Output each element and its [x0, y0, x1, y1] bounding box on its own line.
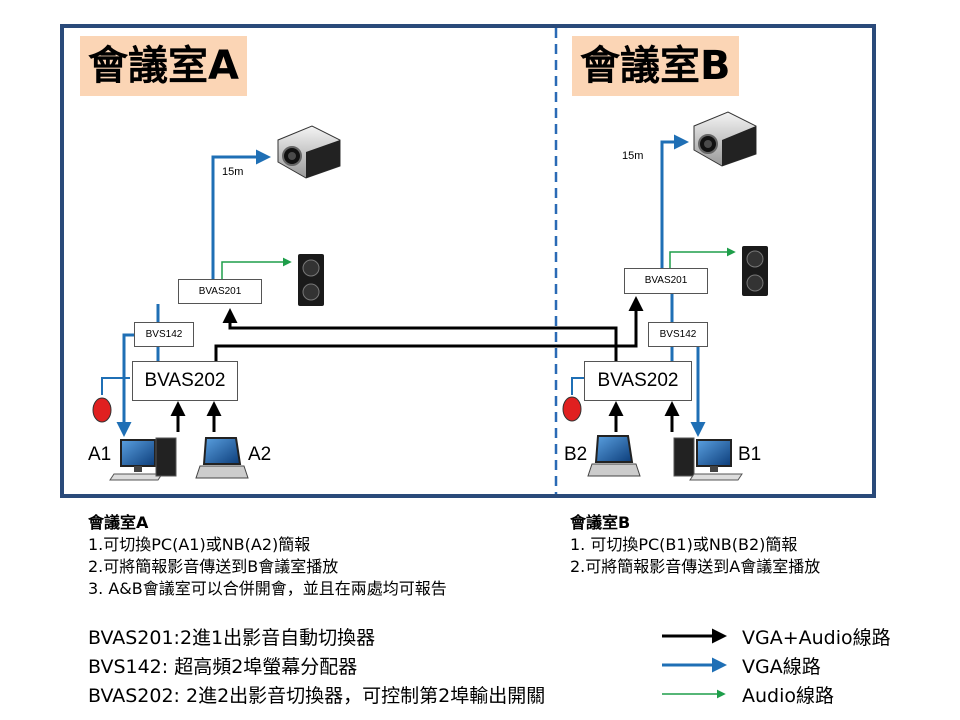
pc-b1-label: B1 — [738, 444, 762, 465]
notes-a-heading: 會議室A — [88, 513, 149, 532]
control-line-a — [101, 377, 130, 395]
notes-b-item: 1. 可切換PC(B1)或NB(B2)簡報 — [570, 535, 798, 554]
bvs142-a-box: BVS142 — [134, 322, 194, 347]
laptop-a2-icon — [195, 437, 249, 479]
room-b-title: 會議室B — [572, 36, 739, 96]
bvs142-b-box: BVS142 — [648, 322, 708, 347]
bvas201-b-box: BVAS201 — [624, 268, 708, 294]
laptop-b2-label: B2 — [564, 444, 588, 465]
pc-a1-label: A1 — [88, 444, 112, 465]
speaker-b-icon — [742, 246, 768, 296]
notes-a-item: 3. A&B會議室可以合併開會，並且在兩處均可報告 — [88, 579, 447, 598]
pc-b1-icon — [673, 437, 743, 481]
audio-line-b-speaker — [669, 247, 736, 268]
legend-label-audio: Audio線路 — [742, 685, 835, 707]
control-line-b — [571, 377, 588, 395]
vga-line-b-projector — [660, 134, 689, 268]
bvas202-b-box: BVAS202 — [584, 361, 692, 401]
projector-b-icon — [693, 111, 757, 167]
room-a-title: 會議室A — [80, 36, 247, 96]
projector-a-icon — [277, 125, 341, 179]
switch-button-b — [562, 396, 582, 422]
vga-line-a-monitor — [116, 333, 134, 437]
speaker-a-icon — [298, 254, 324, 306]
device-definitions: BVAS201:2進1出影音自動切換器 BVS142: 超高頻2埠螢幕分配器 B… — [88, 624, 545, 711]
laptop-b2-icon — [587, 435, 641, 477]
switch-button-a — [92, 397, 112, 423]
bvas201-a-box: BVAS201 — [178, 279, 262, 304]
legend-label-vga: VGA線路 — [742, 656, 821, 678]
notes-room-a: 會議室A 1.可切換PC(A1)或NB(A2)簡報 2.可將簡報影音傳送到B會議… — [88, 512, 447, 600]
audio-line-a-speaker — [221, 257, 292, 279]
pc-a1-icon — [109, 437, 177, 481]
distance-label-a: 15m — [222, 166, 244, 178]
notes-room-b: 會議室B 1. 可切換PC(B1)或NB(B2)簡報 2.可將簡報影音傳送到A會… — [570, 512, 820, 578]
av-line-a-to-b — [214, 296, 644, 361]
notes-b-heading: 會議室B — [570, 513, 631, 532]
diagram-frame — [60, 24, 876, 498]
notes-a-item: 2.可將簡報影音傳送到B會議室播放 — [88, 557, 339, 576]
laptop-a2-label: A2 — [248, 444, 272, 465]
distance-label-b: 15m — [622, 150, 644, 162]
notes-a-item: 1.可切換PC(A1)或NB(A2)簡報 — [88, 535, 311, 554]
definition-bvas202: BVAS202: 2進2出影音切換器，可控制第2埠輸出開關 — [88, 685, 546, 707]
definition-bvs142: BVS142: 超高頻2埠螢幕分配器 — [88, 656, 358, 678]
definition-bvas201: BVAS201:2進1出影音自動切換器 — [88, 627, 376, 649]
notes-b-item: 2.可將簡報影音傳送到A會議室播放 — [570, 557, 821, 576]
legend-label-vga-audio: VGA+Audio線路 — [742, 627, 891, 649]
vga-line-a-projector — [211, 149, 271, 279]
bvas202-a-box: BVAS202 — [132, 361, 238, 401]
av-line-b-to-a — [222, 308, 618, 361]
